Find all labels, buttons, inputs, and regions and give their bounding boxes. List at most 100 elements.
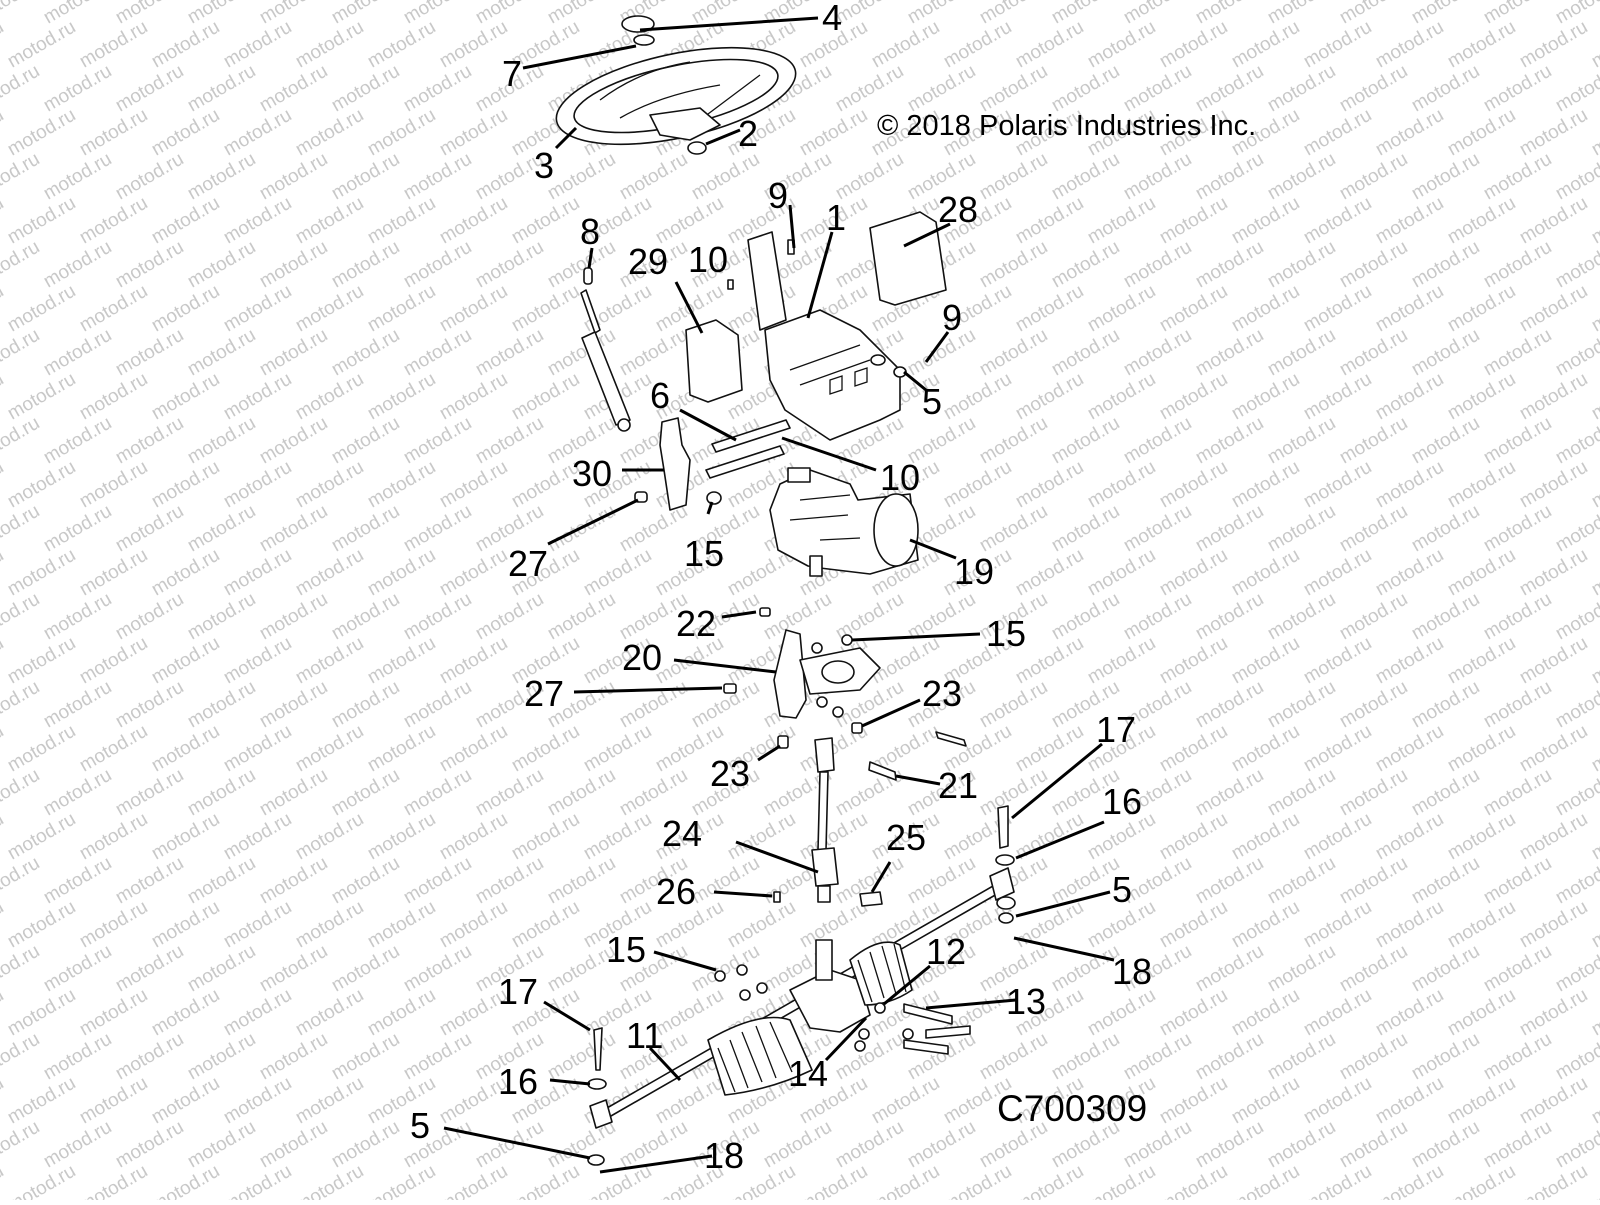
watermark-text: motod.ru <box>112 853 187 909</box>
watermark-text: motod.ru <box>184 1029 259 1085</box>
watermark-text: motod.ru <box>220 1073 295 1129</box>
watermark-text: motod.ru <box>724 809 799 865</box>
watermark-text: motod.ru <box>0 1073 7 1129</box>
watermark-text: motod.ru <box>364 369 439 425</box>
watermark-text: motod.ru <box>1516 281 1591 337</box>
watermark-text: motod.ru <box>328 61 403 117</box>
watermark-text: motod.ru <box>1048 413 1123 469</box>
watermark-text: motod.ru <box>1300 633 1375 689</box>
watermark-text: motod.ru <box>1336 237 1411 293</box>
watermark-text: motod.ru <box>256 237 331 293</box>
callout-29: 29 <box>628 241 668 282</box>
watermark-text: motod.ru <box>1372 633 1447 689</box>
watermark-text: motod.ru <box>976 0 1051 28</box>
watermark-text: motod.ru <box>832 765 907 821</box>
watermark-text: motod.ru <box>0 809 7 865</box>
watermark-text: motod.ru <box>1588 17 1600 73</box>
watermark-text: motod.ru <box>1264 237 1339 293</box>
watermark-text: motod.ru <box>904 61 979 117</box>
callout-25: 25 <box>886 817 926 858</box>
callout-17: 17 <box>1096 709 1136 750</box>
watermark-text: motod.ru <box>112 325 187 381</box>
watermark-text: motod.ru <box>616 149 691 205</box>
eps-unit-illustration <box>769 467 919 577</box>
watermark-text: motod.ru <box>1192 677 1267 733</box>
watermark-text: motod.ru <box>1336 589 1411 645</box>
watermark-text: motod.ru <box>1156 193 1231 249</box>
watermark-text: motod.ru <box>1480 325 1555 381</box>
watermark-text: motod.ru <box>544 149 619 205</box>
watermark-text: motod.ru <box>184 325 259 381</box>
watermark-text: motod.ru <box>148 281 223 337</box>
watermark-text: motod.ru <box>40 677 115 733</box>
watermark-text: motod.ru <box>1516 457 1591 513</box>
watermark-text: motod.ru <box>400 0 475 28</box>
cover-28-illustration <box>869 211 947 306</box>
watermark-text: motod.ru <box>40 941 115 997</box>
watermark-text: motod.ru <box>292 985 367 1041</box>
watermark-text: motod.ru <box>508 193 583 249</box>
watermark-text: motod.ru <box>184 501 259 557</box>
watermark-text: motod.ru <box>0 1029 43 1085</box>
watermark-text: motod.ru <box>148 897 223 953</box>
watermark-text: motod.ru <box>364 721 439 777</box>
watermark-text: motod.ru <box>1156 985 1231 1041</box>
watermark-text: motod.ru <box>796 1161 871 1200</box>
watermark-text: motod.ru <box>1156 17 1231 73</box>
watermark-text: motod.ru <box>148 369 223 425</box>
watermark-text: motod.ru <box>544 589 619 645</box>
watermark-text: motod.ru <box>40 765 115 821</box>
watermark-text: motod.ru <box>976 765 1051 821</box>
callout-10: 10 <box>880 457 920 498</box>
watermark-text: motod.ru <box>1372 721 1447 777</box>
watermark-text: motod.ru <box>1012 193 1087 249</box>
watermark-text: motod.ru <box>328 1029 403 1085</box>
watermark-text: motod.ru <box>0 501 43 557</box>
watermark-text: motod.ru <box>1408 1029 1483 1085</box>
watermark-text: motod.ru <box>1012 281 1087 337</box>
watermark-text: motod.ru <box>400 765 475 821</box>
watermark-text: motod.ru <box>112 589 187 645</box>
watermark-text: motod.ru <box>1480 237 1555 293</box>
watermark-text: motod.ru <box>4 545 79 601</box>
watermark-text: motod.ru <box>1480 0 1555 28</box>
watermark-text: motod.ru <box>292 193 367 249</box>
watermark-text: motod.ru <box>1408 237 1483 293</box>
watermark-text: motod.ru <box>940 1161 1015 1200</box>
callout-15: 15 <box>684 533 724 574</box>
watermark-text: motod.ru <box>616 765 691 821</box>
watermark-text: motod.ru <box>508 369 583 425</box>
watermark-text: motod.ru <box>1480 589 1555 645</box>
watermark-text: motod.ru <box>76 809 151 865</box>
watermark-text: motod.ru <box>1192 501 1267 557</box>
watermark-text: motod.ru <box>1336 941 1411 997</box>
callout-26: 26 <box>656 871 696 912</box>
watermark-text: motod.ru <box>1300 1161 1375 1200</box>
gas-strut-illustration <box>580 267 631 432</box>
watermark-text: motod.ru <box>1156 457 1231 513</box>
watermark-text: motod.ru <box>292 105 367 161</box>
watermark-text: motod.ru <box>220 545 295 601</box>
watermark-text: motod.ru <box>1192 1029 1267 1085</box>
watermark-text: motod.ru <box>1516 17 1591 73</box>
watermark-text: motod.ru <box>4 897 79 953</box>
watermark-text: motod.ru <box>400 589 475 645</box>
steering-wheel-illustration <box>555 15 797 155</box>
watermark-text: motod.ru <box>1372 17 1447 73</box>
watermark-text: motod.ru <box>148 17 223 73</box>
watermark-text: motod.ru <box>1336 765 1411 821</box>
watermark-text: motod.ru <box>364 809 439 865</box>
watermark-text: motod.ru <box>112 677 187 733</box>
watermark-text: motod.ru <box>1588 1073 1600 1129</box>
watermark-text: motod.ru <box>220 457 295 513</box>
watermark-text: motod.ru <box>4 809 79 865</box>
watermark-text: motod.ru <box>112 413 187 469</box>
watermark-text: motod.ru <box>112 1029 187 1085</box>
watermark-text: motod.ru <box>1084 633 1159 689</box>
callout-22: 22 <box>676 603 716 644</box>
watermark-text: motod.ru <box>0 765 43 821</box>
watermark-text: motod.ru <box>0 633 7 689</box>
watermark-text: motod.ru <box>1156 633 1231 689</box>
watermark-text: motod.ru <box>4 985 79 1041</box>
watermark-text: motod.ru <box>1264 589 1339 645</box>
